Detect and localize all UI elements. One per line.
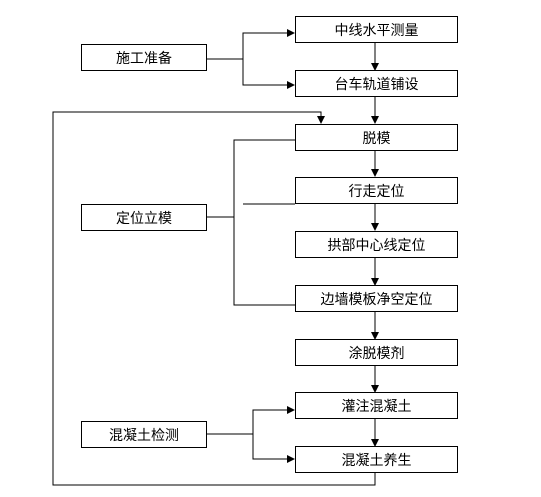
step-label: 行走定位 [348,183,405,200]
step-sidewall-clearance: 边墙模板净空定位 [295,285,458,312]
step-release-agent: 涂脱模剂 [295,339,458,366]
side-concrete-inspection: 混凝土检测 [81,421,207,448]
step-label: 混凝土养生 [341,452,412,469]
step-label: 灌注混凝土 [341,398,412,415]
step-demolding: 脱模 [295,124,458,151]
step-rail-laying: 台车轨道铺设 [295,70,458,97]
side-label: 施工准备 [116,50,172,67]
side-positioning-formwork: 定位立模 [81,204,207,231]
step-label: 涂脱模剂 [348,345,405,362]
step-centerline-leveling: 中线水平测量 [295,16,458,43]
arrow-prep-to-s1 [207,29,295,60]
step-pour-concrete: 灌注混凝土 [295,392,458,419]
side-label: 定位立模 [116,210,172,227]
arrow-prep-to-s2 [242,59,295,89]
loop-back-arrow [52,111,376,486]
step-label: 台车轨道铺设 [334,76,419,93]
arrow-inspect-to-s9 [252,434,295,463]
side-construction-prep: 施工准备 [81,44,207,71]
step-concrete-curing: 混凝土养生 [295,446,458,473]
step-label: 中线水平测量 [334,22,419,39]
side-label: 混凝土检测 [109,427,179,444]
position-bracket [233,139,295,306]
arrow-inspect-to-s8 [207,406,295,435]
step-label: 拱部中心线定位 [327,237,426,254]
step-label: 脱模 [362,130,391,147]
step-arch-centerline: 拱部中心线定位 [295,231,458,258]
step-travel-positioning: 行走定位 [295,177,458,204]
step-label: 边墙模板净空定位 [320,291,433,308]
